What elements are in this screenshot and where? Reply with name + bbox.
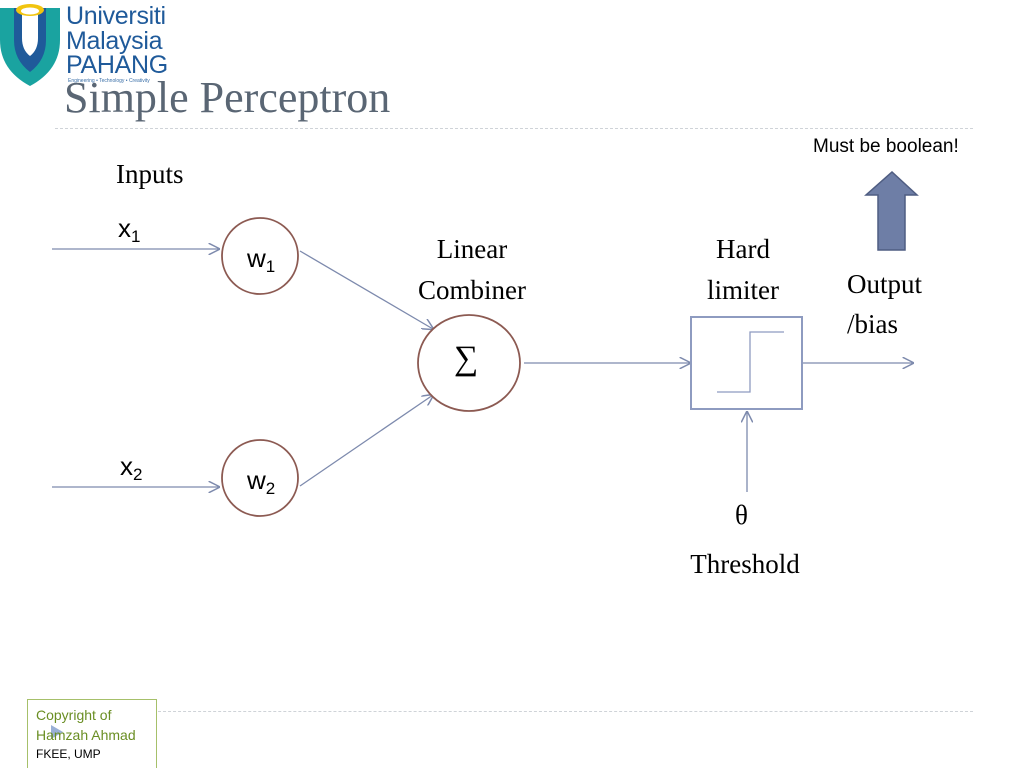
sum-symbol: ∑ (454, 340, 479, 377)
logo-line-1: Universiti (66, 2, 166, 30)
threshold-label: Threshold (690, 549, 800, 579)
w2-node (221, 439, 299, 517)
logo-line-3: PAHANG (66, 51, 168, 79)
inputs-label: Inputs (116, 159, 184, 189)
output-label: Output /bias (847, 269, 923, 339)
linear-combiner-label: Linear Combiner (418, 234, 526, 305)
footer-copyright: Copyright of (36, 707, 112, 723)
sum-node (417, 314, 521, 412)
footer-faculty: FKEE, UMP (36, 747, 101, 761)
w1-to-sum-arrow (299, 250, 433, 329)
theta-symbol: θ (735, 500, 748, 530)
footer-divider (158, 711, 973, 712)
x2-label: x2 (120, 451, 143, 484)
footer-author: Hamzah Ahmad (36, 727, 136, 743)
hard-limiter-label: Hard limiter (707, 234, 779, 305)
logo-shield-icon (0, 4, 60, 86)
title-divider (55, 128, 973, 129)
slide-title: Simple Perceptron (64, 73, 391, 122)
up-arrow-icon (864, 170, 919, 251)
w2-to-sum-arrow (299, 395, 433, 487)
play-triangle-icon (51, 725, 63, 739)
boolean-note: Must be boolean! (813, 136, 959, 157)
w1-label: w1 (247, 243, 276, 276)
university-logo: Universiti Malaysia PAHANG Engineering •… (0, 0, 190, 90)
logo-line-2: Malaysia (66, 27, 163, 55)
w2-label: w2 (247, 465, 276, 498)
step-function-icon (717, 331, 784, 393)
hard-limiter-box (690, 316, 803, 410)
x1-label: x1 (118, 213, 141, 246)
logo-tagline: Engineering • Technology • Creativity (68, 78, 150, 84)
footer-box (27, 699, 157, 768)
w1-node (221, 217, 299, 295)
